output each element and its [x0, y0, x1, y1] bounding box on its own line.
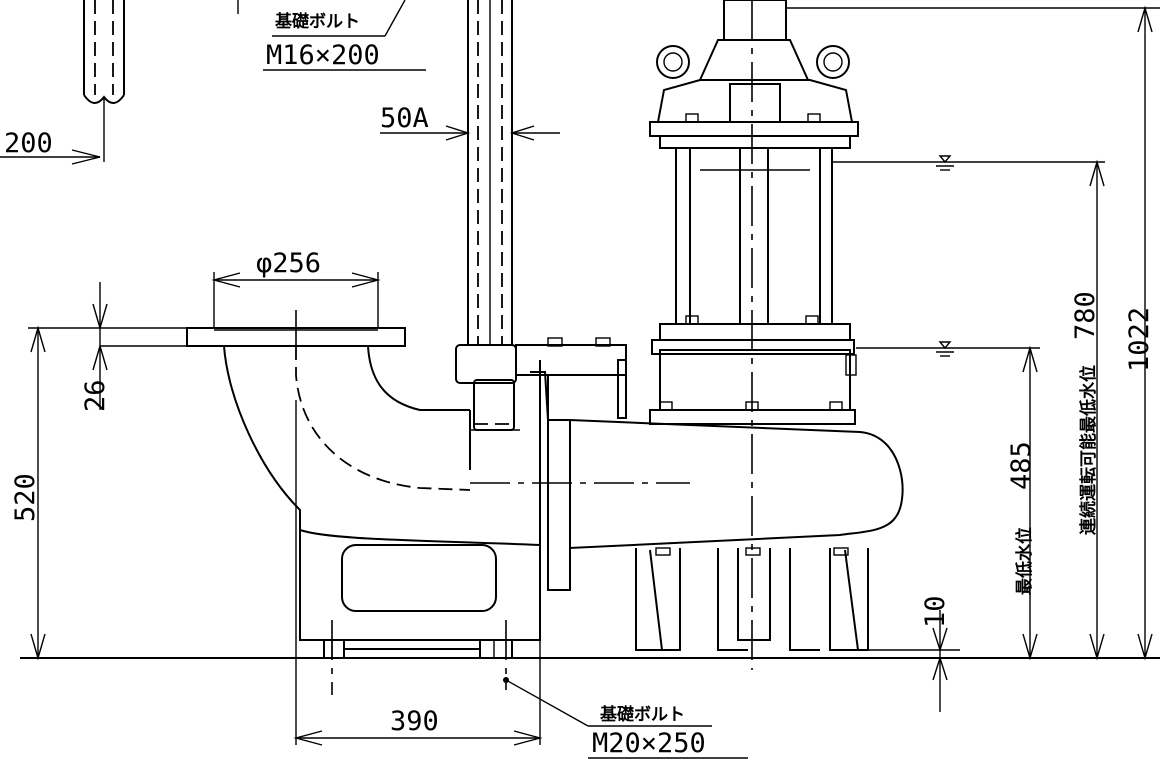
width-390-text: 390	[390, 706, 439, 737]
dimension-continuous-level: 連続運転可能最低水位 780	[1070, 159, 1105, 661]
total-height-text: 1022	[1124, 307, 1155, 372]
bolt-label-top-title: 基礎ボルト	[274, 11, 360, 32]
pipe-size-text: 50A	[380, 103, 429, 134]
dimension-total-height: 1022	[786, 5, 1160, 661]
dimension-50A: 50A	[380, 103, 560, 141]
inspection-window	[341, 544, 497, 612]
continuous-level-label: 連続運転可能最低水位	[1078, 365, 1099, 535]
guide-pipe	[467, 0, 513, 345]
eye-bolt-right	[816, 45, 850, 79]
bolt-label-bottom: 基礎ボルト M20×250	[505, 679, 748, 759]
flange-diameter-text: φ256	[256, 248, 321, 279]
dimension-height-520: 520	[10, 325, 100, 661]
dimension-flange-diameter: φ256	[211, 248, 381, 328]
height-520-text: 520	[10, 473, 41, 522]
anchor-bolt-top-left	[83, 0, 125, 162]
dimension-flange-thickness: 26	[80, 282, 187, 412]
continuous-level-value: 780	[1070, 291, 1101, 340]
bolt-label-bottom-title: 基礎ボルト	[599, 704, 685, 725]
min-level-value: 485	[1006, 441, 1037, 490]
gap-10-text: 10	[920, 595, 951, 628]
eye-bolt-left	[656, 45, 690, 79]
foundation-bolts	[323, 639, 513, 683]
dimension-width-390: 390	[293, 400, 543, 746]
flange-thickness-text: 26	[80, 379, 111, 412]
bolt-label-bottom-spec: M20×250	[592, 728, 706, 759]
pump-volute	[569, 359, 904, 550]
dimension-min-level: 最低水位 485	[1006, 345, 1038, 661]
pump-stand	[635, 547, 869, 651]
bolt-label-top: 基礎ボルト M16×200	[237, 0, 426, 71]
dimension-200: 200	[0, 128, 101, 165]
bolt-label-top-spec: M16×200	[266, 40, 380, 71]
discharge-elbow	[186, 327, 541, 641]
water-level-symbols	[832, 155, 1105, 357]
min-level-label: 最低水位	[1014, 527, 1035, 595]
dimension-200-text: 200	[4, 128, 53, 159]
pump-motor	[649, 0, 859, 425]
dimension-gap-10: 10	[868, 595, 960, 712]
center-lines	[295, 0, 753, 695]
